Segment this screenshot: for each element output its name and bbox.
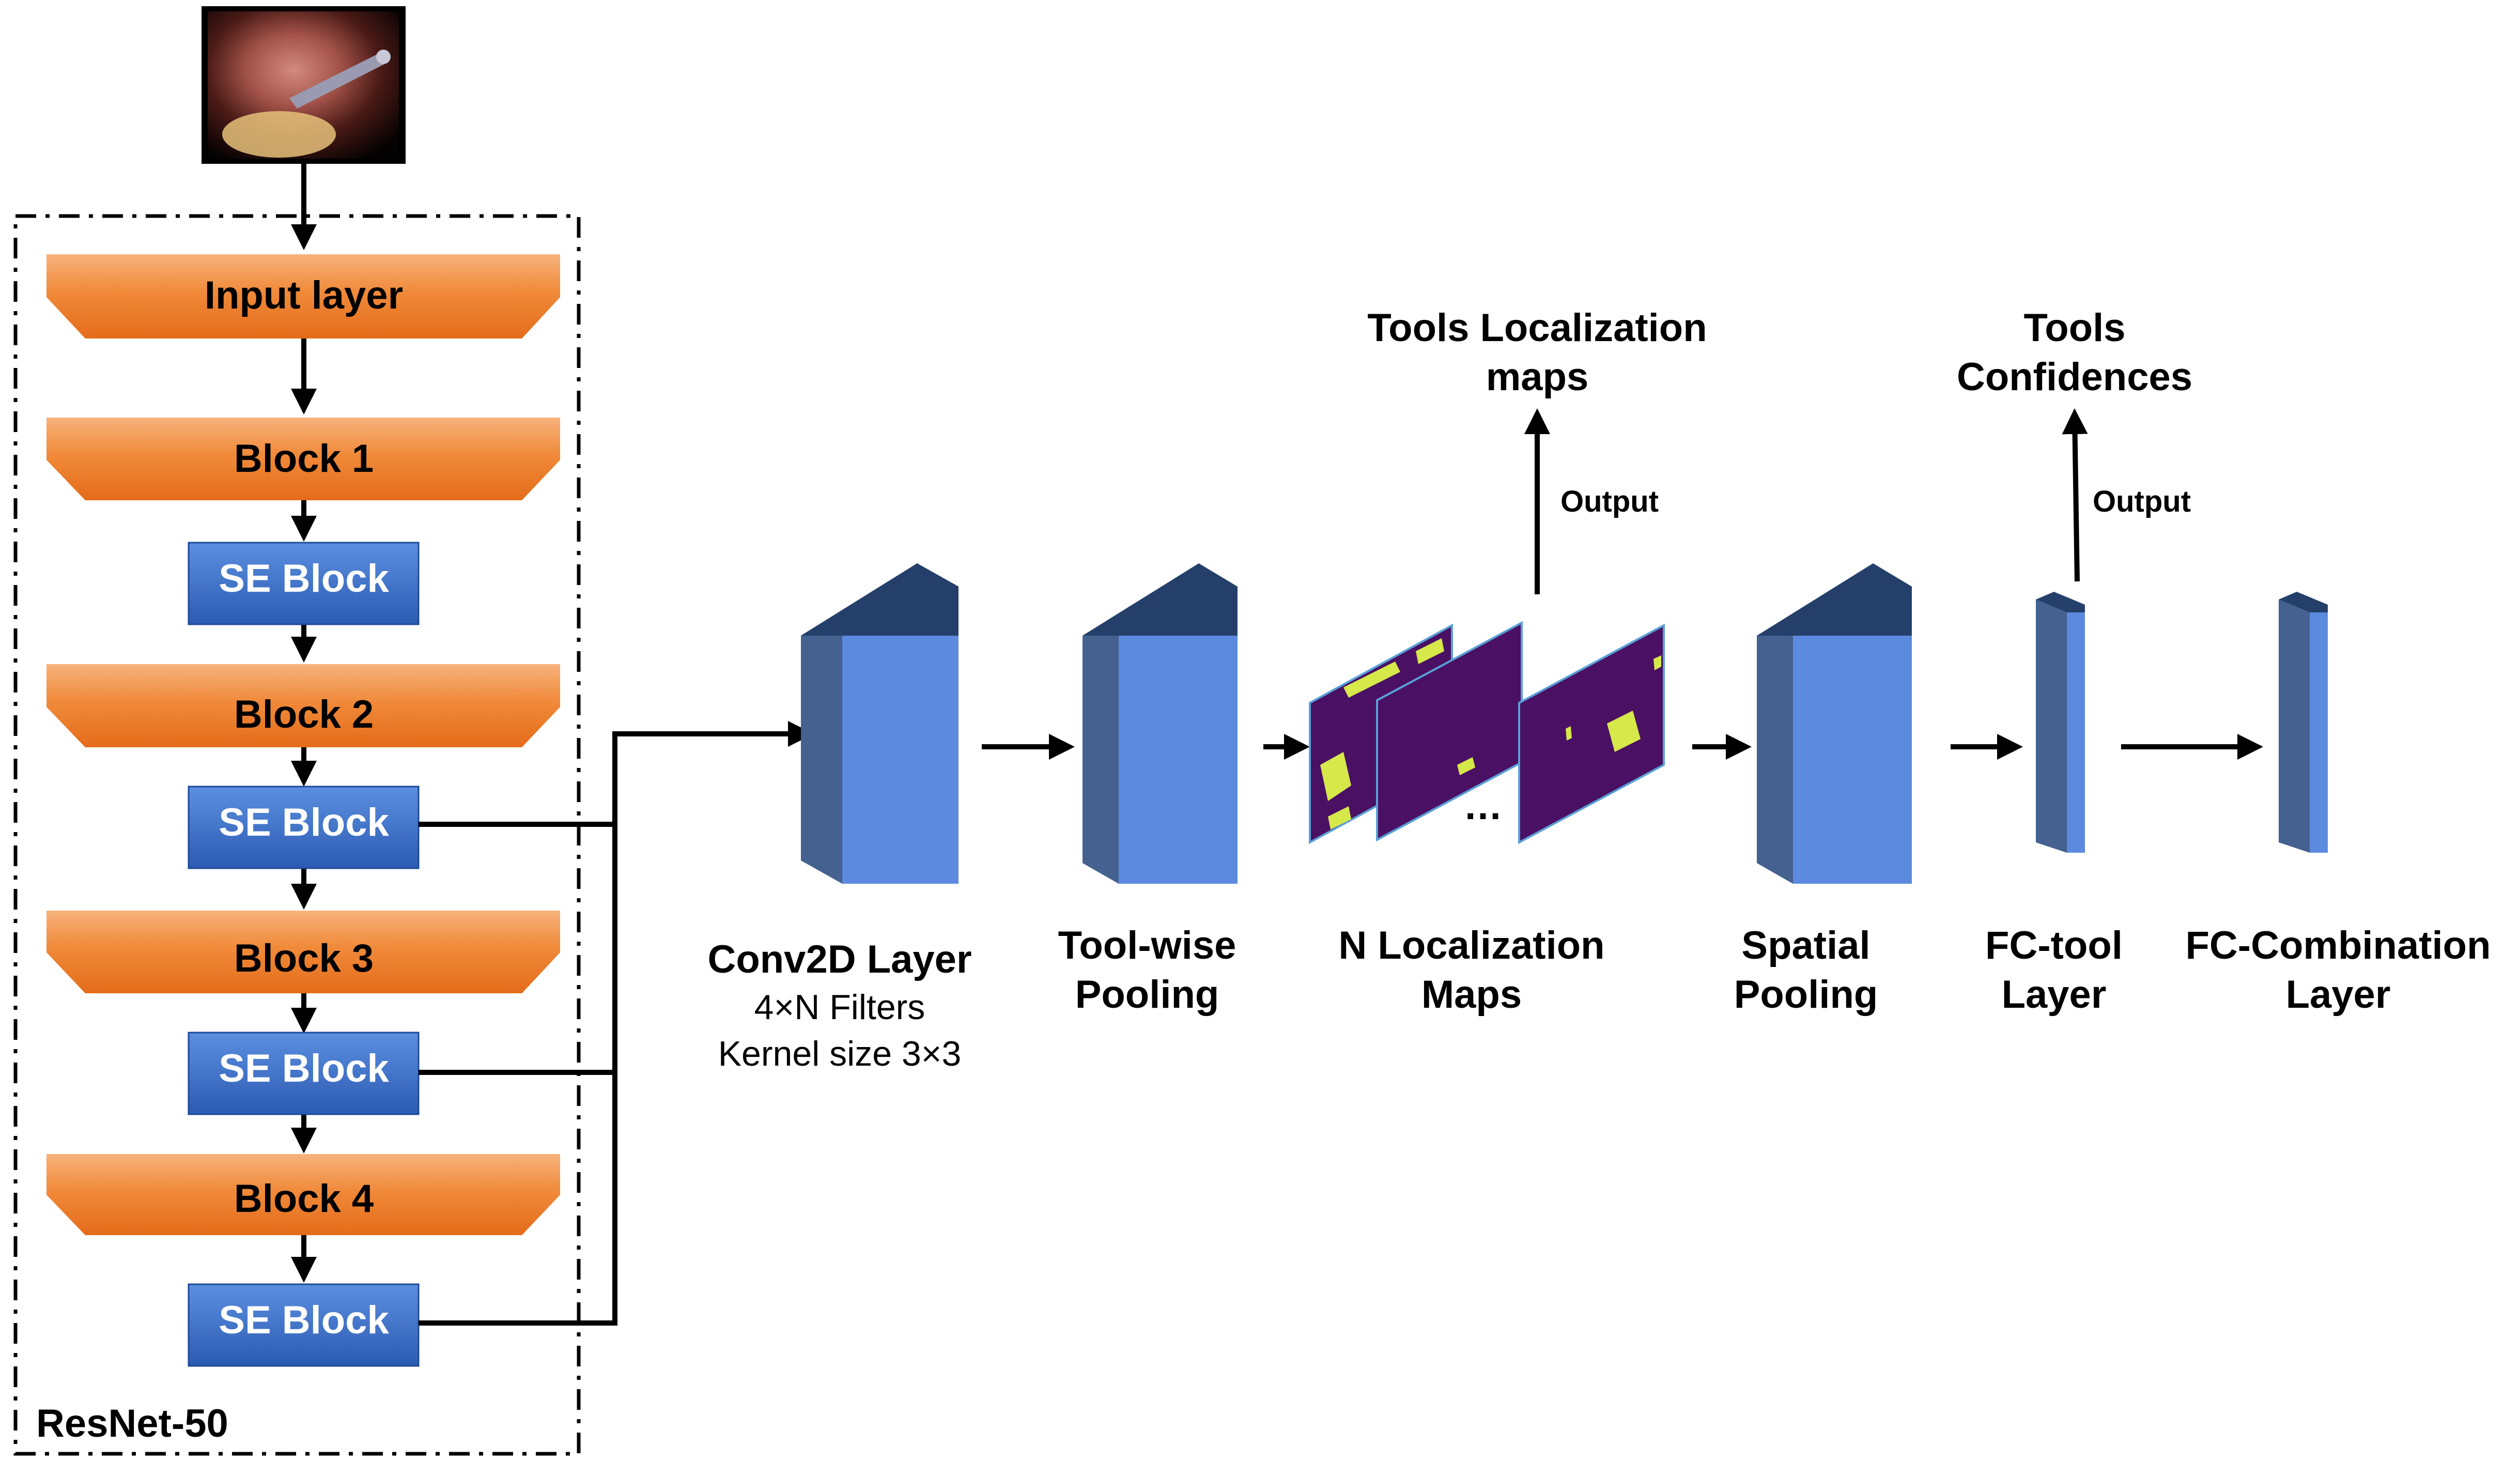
spatial-label-2: Pooling xyxy=(1734,973,1878,1017)
svg-text:Block 2: Block 2 xyxy=(234,693,374,736)
toolwise-label-2: Pooling xyxy=(1075,973,1219,1017)
conv2d-kernel: Kernel size 3×3 xyxy=(718,1034,962,1073)
toolwise-pooling-box xyxy=(1083,563,1238,884)
output-label-confidence: Output xyxy=(2093,485,2191,518)
resnet-container xyxy=(13,214,581,1456)
se-connectors xyxy=(419,721,814,1326)
block-3: Block 3 xyxy=(47,911,560,993)
conv2d-title: Conv2D Layer xyxy=(707,937,971,981)
fctool-label-2: Layer xyxy=(2002,973,2107,1017)
block-1: Block 1 xyxy=(47,418,560,500)
svg-text:Input layer: Input layer xyxy=(205,273,403,317)
tools-confidences-title-1: Tools xyxy=(2023,306,2125,350)
locmaps-label-1: N Localization xyxy=(1338,924,1604,967)
fc-tool-box xyxy=(2036,592,2085,853)
svg-text:Block 1: Block 1 xyxy=(234,437,374,481)
localization-map-n xyxy=(1518,623,1665,844)
locmaps-label-2: Maps xyxy=(1421,973,1522,1017)
se-block-1: SE Block xyxy=(188,542,420,625)
tools-localization-title-2: maps xyxy=(1486,355,1589,399)
fccomb-label-1: FC-Combination xyxy=(2185,924,2491,967)
se-block-3: SE Block xyxy=(188,1032,420,1115)
resnet-title: ResNet-50 xyxy=(36,1402,228,1445)
output-label-maps: Output xyxy=(1560,485,1659,518)
conv2d-filters: 4×N Filters xyxy=(754,988,925,1027)
input-layer-block: Input layer xyxy=(47,254,560,339)
toolwise-label-1: Tool-wise xyxy=(1058,924,1236,967)
svg-text:SE Block: SE Block xyxy=(219,1047,389,1090)
fccomb-label-2: Layer xyxy=(2286,973,2391,1017)
surgical-tool xyxy=(289,52,389,109)
se-block-2: SE Block xyxy=(188,786,420,869)
input-image xyxy=(202,6,406,164)
svg-text:Block 3: Block 3 xyxy=(234,936,374,980)
svg-text:SE Block: SE Block xyxy=(219,557,389,601)
se-block-4: SE Block xyxy=(188,1283,420,1367)
svg-text:SE Block: SE Block xyxy=(219,1298,389,1342)
tools-confidences-title-2: Confidences xyxy=(1957,355,2192,399)
localization-maps: … xyxy=(1309,621,1665,844)
block-4: Block 4 xyxy=(47,1154,560,1235)
conv2d-box xyxy=(801,563,958,884)
tools-localization-title-1: Tools Localization xyxy=(1367,306,1707,350)
maps-ellipsis: … xyxy=(1463,784,1503,828)
spatial-label-1: Spatial xyxy=(1741,924,1870,967)
svg-text:SE Block: SE Block xyxy=(219,801,389,844)
fctool-label-1: FC-tool xyxy=(1985,924,2123,967)
svg-text:Block 4: Block 4 xyxy=(234,1177,374,1221)
spatial-pooling-box xyxy=(1757,563,1912,884)
block-2: Block 2 xyxy=(47,664,560,747)
tissue-highlight xyxy=(222,111,336,158)
fc-combination-box xyxy=(2279,592,2328,853)
